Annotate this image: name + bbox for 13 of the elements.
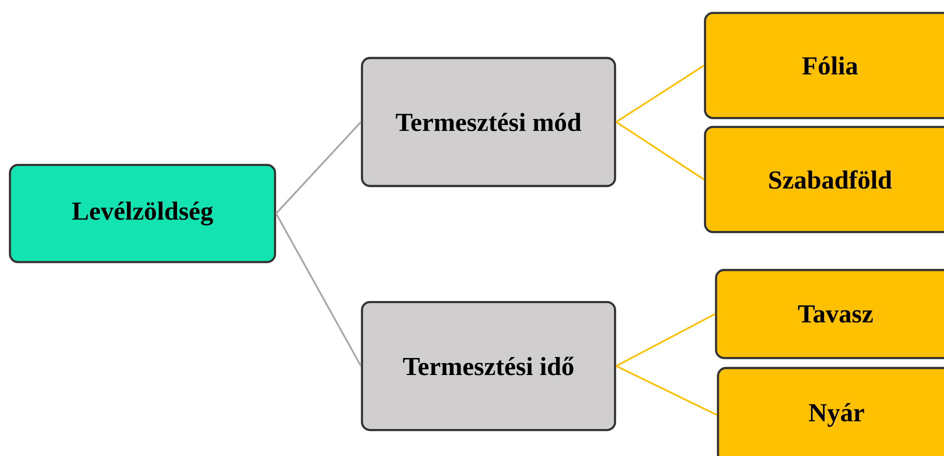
- box: Tavasz: [714, 268, 944, 360]
- box: Fólia: [704, 12, 944, 120]
- box: Termesztési mód: [360, 56, 616, 188]
- connector-line: [616, 313, 716, 367]
- connector-line: [616, 121, 704, 180]
- connector-line: [275, 121, 362, 214]
- box: Termesztési idő: [360, 300, 616, 432]
- connector-line: [616, 64, 704, 123]
- box: Nyár: [716, 366, 944, 456]
- box: Szabadföld: [704, 126, 944, 234]
- box: Levélzöldség: [8, 164, 276, 264]
- connector-line: [616, 365, 718, 416]
- connector-line: [275, 213, 362, 366]
